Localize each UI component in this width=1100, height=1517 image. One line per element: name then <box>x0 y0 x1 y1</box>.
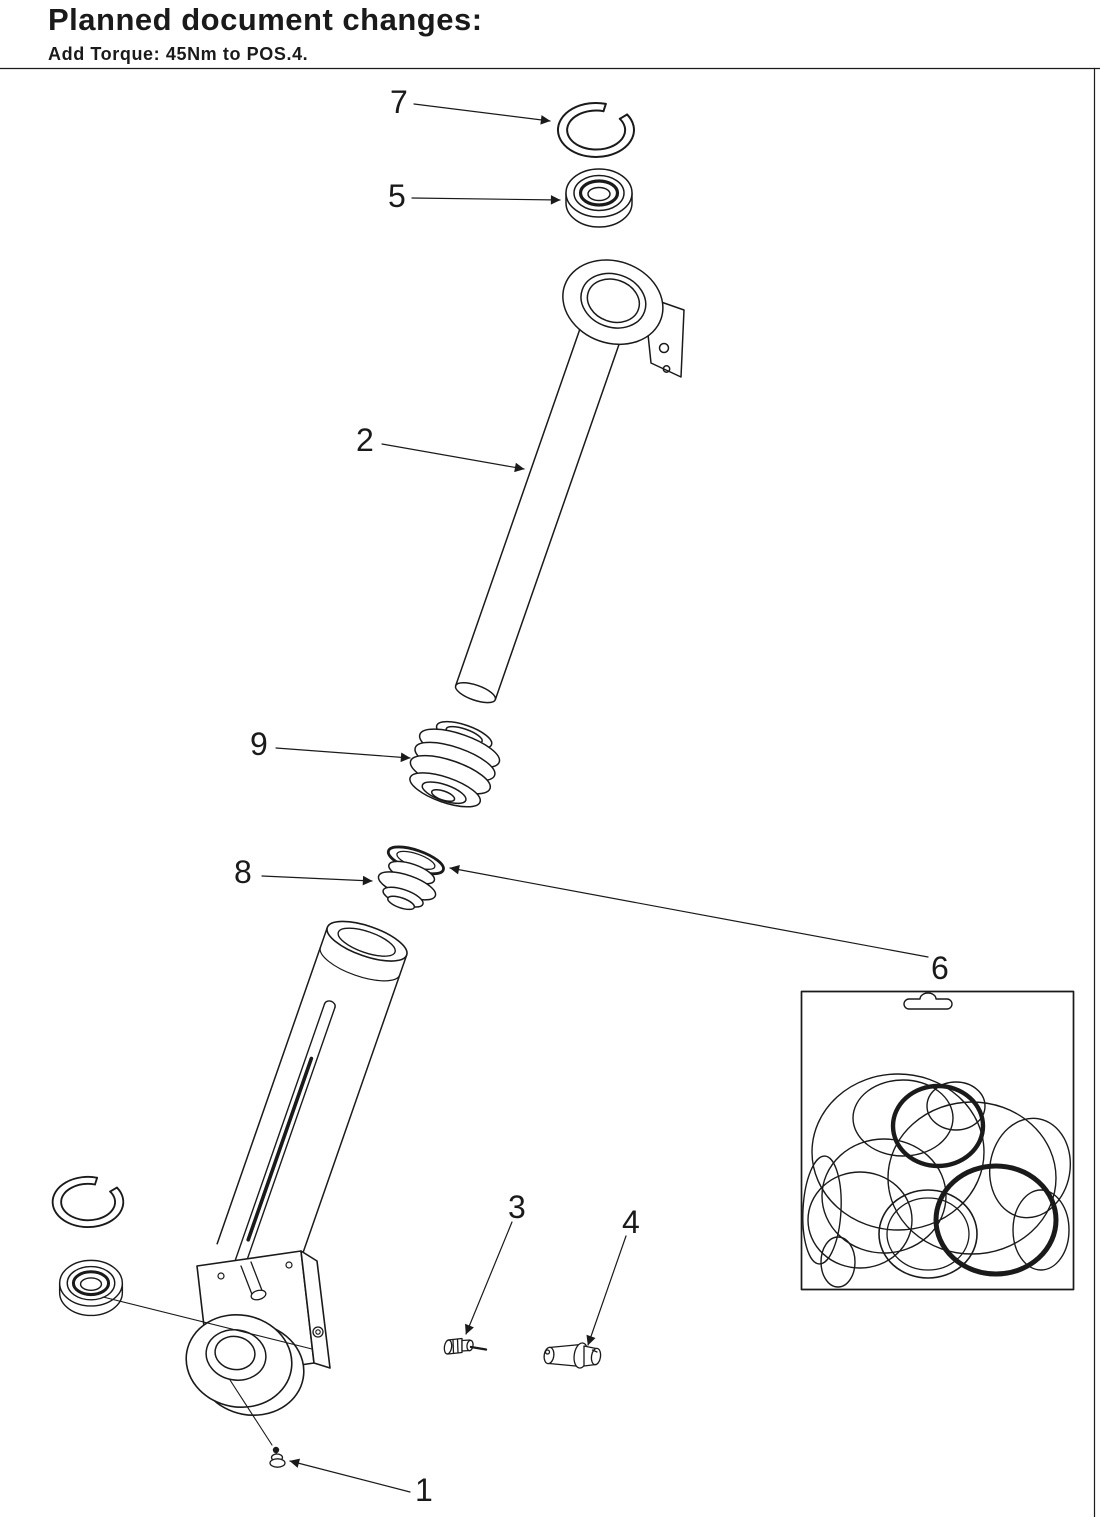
part-label-8: 8 <box>234 854 252 890</box>
fitting-3 <box>443 1337 488 1355</box>
header: Planned document changes: Add Torque: 45… <box>48 0 483 65</box>
gland-bushing-9 <box>409 720 501 808</box>
part-label-4: 4 <box>622 1204 640 1240</box>
leader-3 <box>465 1221 513 1335</box>
euro-hang-slot <box>903 992 953 1010</box>
seal-kit-rings <box>802 1073 1072 1288</box>
leader-4 <box>586 1235 627 1346</box>
piston-rod-2 <box>454 259 664 704</box>
part-label-7: 7 <box>390 84 408 120</box>
leader-7 <box>413 103 551 125</box>
rod-eye <box>562 259 664 346</box>
part-label-6: 6 <box>931 950 949 986</box>
change-note: Add Torque: 45Nm to POS.4. <box>48 44 309 64</box>
leader-1 <box>289 1458 411 1493</box>
part-label-3: 3 <box>508 1189 526 1225</box>
part-label-2: 2 <box>356 422 374 458</box>
leader-8 <box>261 875 373 886</box>
circlip-left <box>51 1175 125 1229</box>
part-label-1: 1 <box>415 1472 433 1508</box>
circlip-7 <box>556 101 635 158</box>
plug-4 <box>543 1342 602 1369</box>
port-tube <box>232 1000 336 1272</box>
cylinder-barrel <box>216 920 408 1286</box>
seal-5 <box>564 167 634 229</box>
left-parts-reference-line <box>102 1296 313 1350</box>
drawing-frame <box>0 67 1100 1517</box>
grease-nipple-1 <box>229 1379 286 1468</box>
leader-9 <box>275 747 411 763</box>
page-title: Planned document changes: <box>48 2 483 37</box>
part-labels: 7 5 2 9 8 6 3 4 1 <box>234 84 949 1508</box>
leader-2 <box>381 443 525 473</box>
tube-fitting <box>240 1261 267 1301</box>
part-label-5: 5 <box>388 178 406 214</box>
leader-6 <box>449 864 929 958</box>
rod-seal-8 <box>377 845 445 911</box>
seal-left <box>58 1258 124 1317</box>
seal-kit-bag-6 <box>800 990 1075 1291</box>
leader-5 <box>411 195 561 205</box>
leader-lines <box>261 103 627 1493</box>
part-label-9: 9 <box>250 726 268 762</box>
